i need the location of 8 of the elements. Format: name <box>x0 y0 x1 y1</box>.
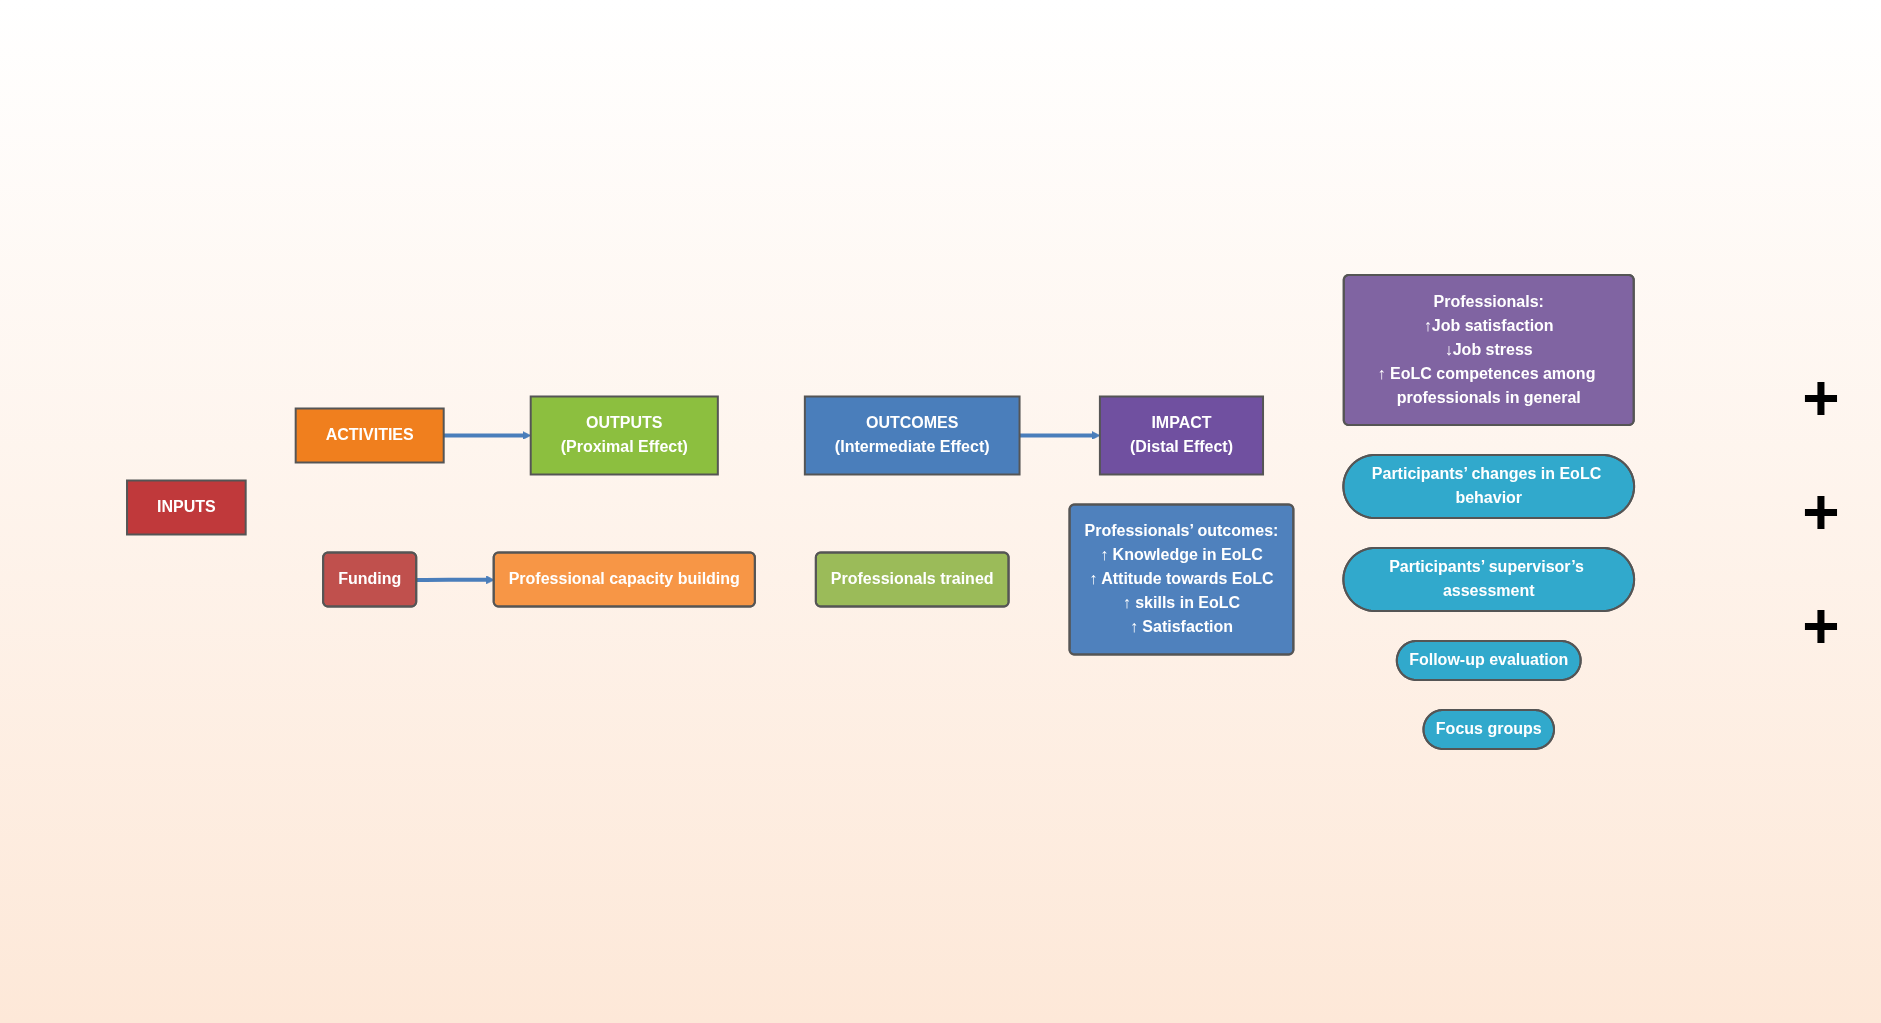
plus-sign: + <box>1802 474 1840 549</box>
node-box: INPUTS <box>125 479 247 535</box>
plus-sign: + <box>1802 588 1840 663</box>
node-box: OUTCOMES (Intermediate Effect) <box>803 395 1021 475</box>
plus-sign: + <box>1802 360 1840 435</box>
node-box: OUTPUTS (Proximal Effect) <box>529 395 719 475</box>
node-box: ACTIVITIES <box>294 407 445 463</box>
node-box: IMPACT (Distal Effect) <box>1098 395 1264 475</box>
